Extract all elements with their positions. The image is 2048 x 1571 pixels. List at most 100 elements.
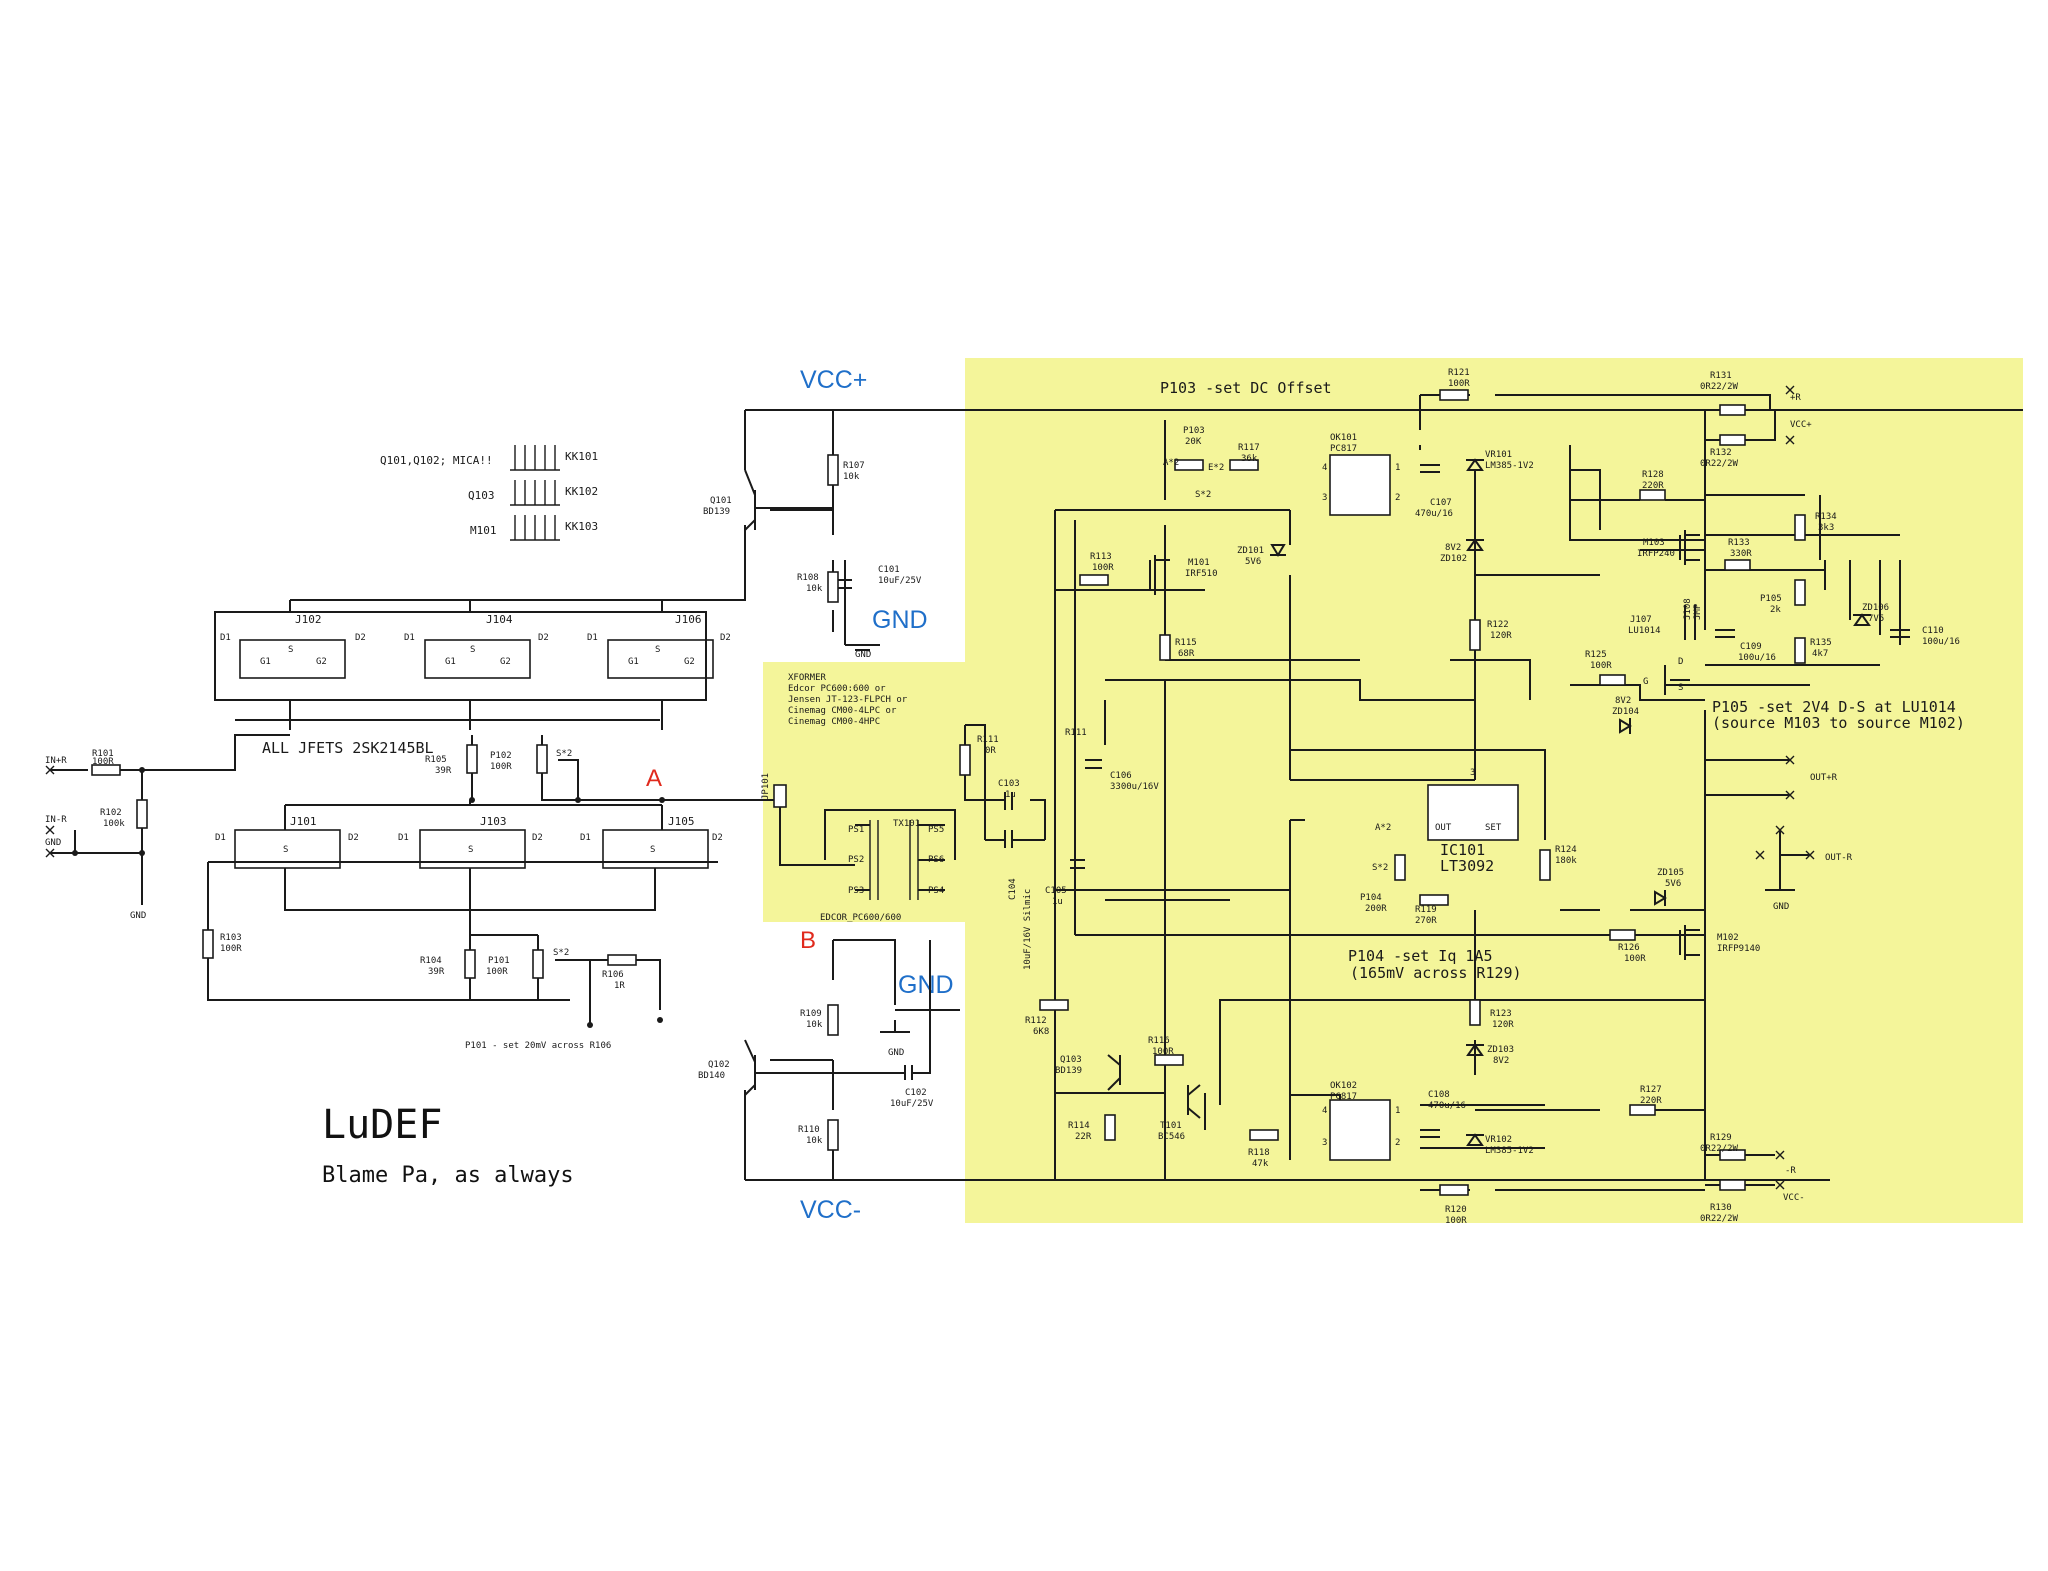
gnd-symbol-label: GND xyxy=(1773,902,1789,912)
value-label: IRF510 xyxy=(1185,569,1218,579)
node-b-label: B xyxy=(800,927,816,954)
resistor-r120 xyxy=(1439,1184,1469,1196)
ref-label: R130 xyxy=(1710,1203,1732,1213)
ref-label: R110 xyxy=(798,1125,820,1135)
resistor-r104 xyxy=(464,949,476,979)
ref-label: OK102 xyxy=(1330,1081,1357,1091)
transformer-block: XFORMER Edcor PC600:600 or Jensen JT-123… xyxy=(761,673,1046,970)
heatsink-ref: KK103 xyxy=(565,520,598,533)
pin-label: S*2 xyxy=(556,749,572,759)
vcc-pos-label: VCC+ xyxy=(800,366,867,394)
ref-label: R105 xyxy=(425,755,447,765)
value-label: 10k xyxy=(806,1020,823,1030)
ref-label: R109 xyxy=(800,1009,822,1019)
x-marker xyxy=(45,765,55,775)
value-label: 5V6 xyxy=(1245,557,1261,567)
resistor-r122 xyxy=(1469,619,1481,651)
resistor-r114 xyxy=(1104,1114,1116,1141)
jumper-jp101 xyxy=(773,784,787,808)
value-label: 10k xyxy=(843,472,860,482)
gnd-symbol-label: GND xyxy=(888,1048,904,1058)
value-label: LM385-1V2 xyxy=(1485,1146,1534,1156)
input-label: GND xyxy=(45,838,61,848)
pin-label: G2 xyxy=(500,657,511,667)
value-label: 100R xyxy=(1092,563,1114,573)
ic101 xyxy=(1427,784,1519,841)
jfet-ref: J106 xyxy=(675,613,702,626)
x-marker xyxy=(1805,850,1815,860)
ref-label: R122 xyxy=(1487,620,1509,630)
resistor-r105 xyxy=(466,744,478,774)
ref-label: JP101 xyxy=(761,773,771,800)
x-marker xyxy=(1785,790,1795,800)
ref-label: IC101 xyxy=(1440,841,1485,859)
jfet-j107 xyxy=(1664,665,1690,695)
value-label: 220R xyxy=(1642,481,1664,491)
resistor-r110 xyxy=(827,1119,839,1151)
pin-label: 4 xyxy=(1322,463,1327,473)
resistor-r125 xyxy=(1599,674,1626,686)
pin-label: E*2 xyxy=(1208,463,1224,473)
ref-label: P103 xyxy=(1183,426,1205,436)
value-label: 3k3 xyxy=(1818,523,1834,533)
resistor-r131 xyxy=(1719,404,1746,416)
resistor-r118 xyxy=(1249,1129,1279,1141)
resistor-r108 xyxy=(827,571,839,603)
pin-label: 2 xyxy=(1395,493,1400,503)
resistor-r119 xyxy=(1419,894,1449,906)
resistor-r123 xyxy=(1469,999,1481,1026)
heatsink-icon xyxy=(510,515,560,541)
pin-label: D1 xyxy=(580,833,591,843)
value-label: 7V5 xyxy=(1868,614,1884,624)
ref-label: R112 xyxy=(1025,1016,1047,1026)
ref-label: R121 xyxy=(1448,368,1470,378)
pin-label: S*2 xyxy=(1372,863,1388,873)
pin-label: G2 xyxy=(684,657,695,667)
pin-label: D2 xyxy=(712,833,723,843)
ref-label: Q102 xyxy=(708,1060,730,1070)
note-p105-2: (source M103 to source M102) xyxy=(1712,714,1965,732)
ref-label: Q103 xyxy=(1060,1055,1082,1065)
value-label: 0R22/2W xyxy=(1700,1144,1739,1154)
pin-label: PS1 xyxy=(848,825,864,835)
pin-label: D1 xyxy=(215,833,226,843)
xformer-line: Jensen JT-123-FLPCH or xyxy=(788,695,908,705)
note-p104-2: (165mV across R129) xyxy=(1350,964,1522,982)
ref-label: R114 xyxy=(1068,1121,1090,1131)
x-marker xyxy=(45,825,55,835)
value-label: 47k xyxy=(1252,1159,1269,1169)
power-stage-labels: P103 -set DC Offset P104 -set Iq 1A5 (16… xyxy=(1025,368,1965,1226)
pin-label: D2 xyxy=(720,633,731,643)
x-marker xyxy=(1785,385,1795,395)
ref-label: R123 xyxy=(1490,1009,1512,1019)
value-label: 100R xyxy=(1448,379,1470,389)
value-label: 100R xyxy=(486,967,508,977)
value-label: 100R xyxy=(1590,661,1612,671)
ref-label: R134 xyxy=(1815,512,1837,522)
heatsink-icon xyxy=(510,445,560,471)
ref-label: C107 xyxy=(1430,498,1452,508)
resistor-r127 xyxy=(1629,1104,1656,1116)
mosfet-m101 xyxy=(1149,555,1170,595)
capacitor-c109 xyxy=(1715,629,1735,638)
capacitor-c101 xyxy=(838,560,852,645)
pot-p102 xyxy=(536,744,548,774)
brand-tagline: Blame Pa, as always xyxy=(322,1163,574,1188)
value-label: 100R xyxy=(490,762,512,772)
pin-label: S xyxy=(288,645,293,655)
pin-label: D2 xyxy=(348,833,359,843)
pin-label: 3 xyxy=(1470,768,1475,778)
resistor-r132 xyxy=(1719,434,1746,446)
io-label: OUT-R xyxy=(1825,853,1853,863)
value-label: 0R22/2W xyxy=(1700,1214,1739,1224)
ref-label: R106 xyxy=(602,970,624,980)
highlight-regions xyxy=(763,358,2023,1223)
pin-label: S*2 xyxy=(553,948,569,958)
value-label: 2k xyxy=(1770,605,1781,615)
ref-label: R132 xyxy=(1710,448,1732,458)
ref-label: C104 xyxy=(1008,878,1018,900)
ref-label: C101 xyxy=(878,565,900,575)
value-label: 68R xyxy=(1178,649,1195,659)
vcc-neg-label: VCC- xyxy=(800,1196,861,1224)
mosfet-m103 xyxy=(1679,530,1700,565)
